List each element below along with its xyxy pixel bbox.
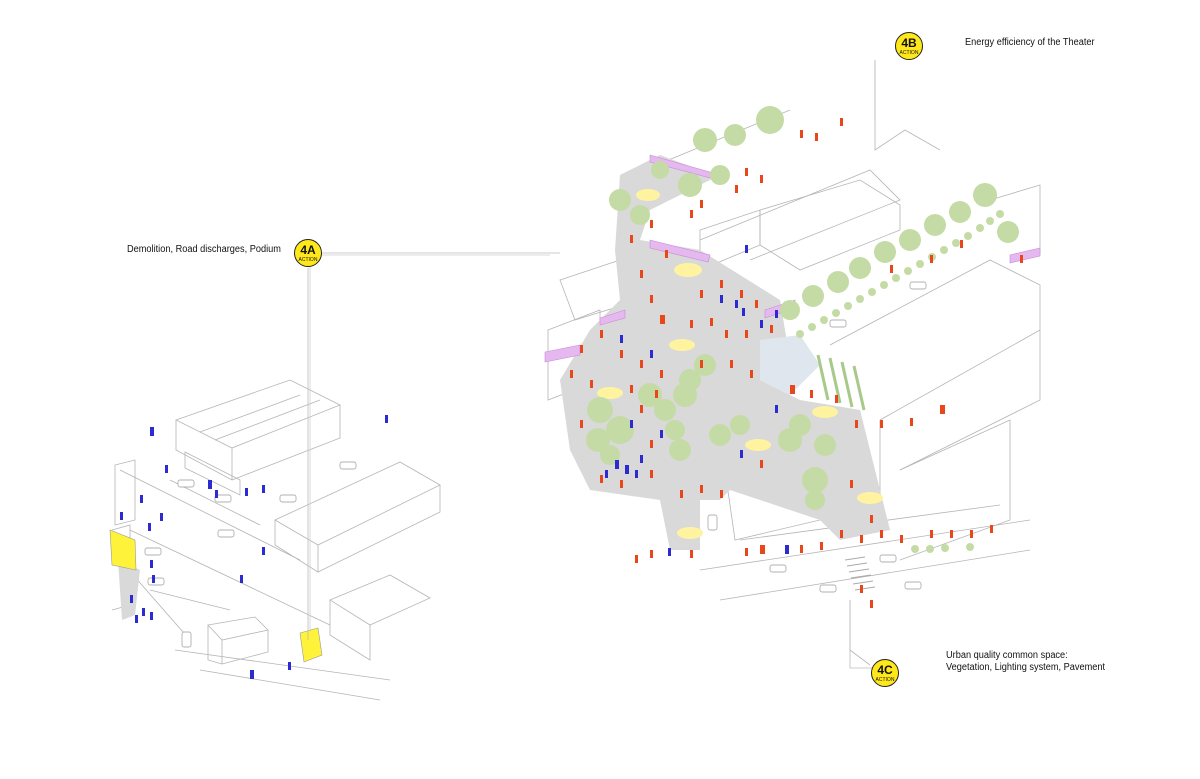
left-vignette-4a xyxy=(111,254,550,701)
cars-right xyxy=(707,281,927,593)
action-4a-badge: 4A ACTION xyxy=(294,239,322,267)
action-4c-badge: 4C ACTION xyxy=(871,659,899,687)
yellow-podium xyxy=(299,627,323,663)
action-4c-sub: ACTION xyxy=(875,677,895,683)
left-pavement xyxy=(118,560,140,620)
crosswalk xyxy=(844,556,876,591)
action-4b-text: Energy efficiency of the Theater xyxy=(965,37,1095,48)
yellow-facade-left xyxy=(109,529,137,571)
trees xyxy=(586,106,1019,553)
right-pavement xyxy=(560,155,890,550)
action-4b-code: 4B xyxy=(901,36,917,50)
people-red xyxy=(570,118,1023,608)
light-blue-plaza xyxy=(760,335,820,395)
right-vignette-linework xyxy=(547,60,1041,666)
leader-lines xyxy=(307,60,876,669)
action-4c-text-line1: Urban quality common space: xyxy=(946,650,1068,661)
action-4b-sub: ACTION xyxy=(899,50,919,56)
action-4b-badge: 4B ACTION xyxy=(895,32,923,60)
cars-left xyxy=(144,461,357,648)
action-4a-text: Demolition, Road discharges, Podium xyxy=(127,244,281,255)
action-4c-code: 4C xyxy=(877,663,893,677)
action-4a-sub: ACTION xyxy=(298,257,318,263)
action-4a-code: 4A xyxy=(300,243,316,257)
light-pools xyxy=(597,189,883,539)
action-4c-text-line2: Vegetation, Lighting system, Pavement xyxy=(946,662,1106,673)
people-blue xyxy=(120,245,789,679)
green-facade-slats xyxy=(816,354,866,411)
